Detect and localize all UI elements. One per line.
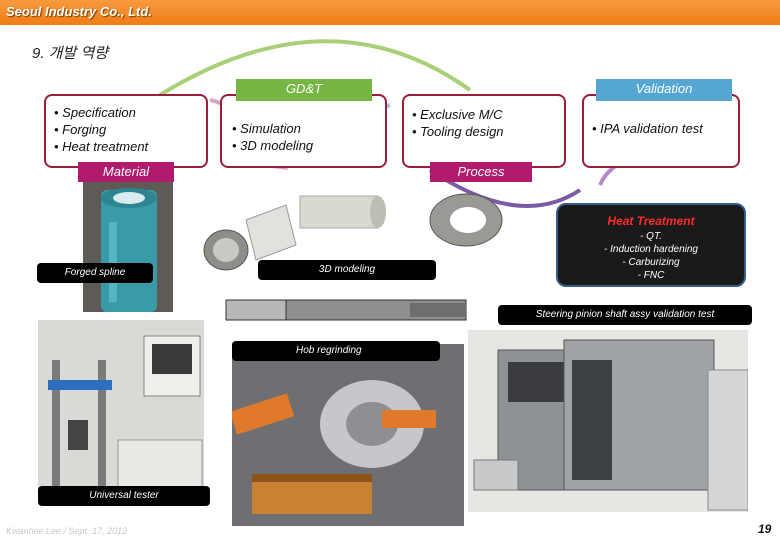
company-title: Seoul Industry Co., Ltd. bbox=[6, 4, 152, 19]
ring-model bbox=[429, 193, 503, 247]
gdt-tag: GD&T bbox=[236, 79, 372, 101]
steering-validation-photo bbox=[468, 330, 748, 512]
heat-treatment-line: - Induction hardening bbox=[604, 244, 698, 255]
forged-spline-caption: Forged spline bbox=[37, 263, 153, 283]
cylinder-model bbox=[299, 195, 386, 229]
design-item: 3D modeling bbox=[232, 137, 385, 154]
heat-treatment-line: - Carburizing bbox=[622, 257, 680, 268]
universal-tester-photo bbox=[38, 320, 204, 500]
process-box: Exclusive M/C Tooling design bbox=[402, 94, 566, 168]
forged-spline-photo bbox=[83, 182, 173, 312]
pinion-shaft-drawing bbox=[225, 299, 467, 321]
validation-tag: Validation bbox=[596, 79, 732, 101]
heat-treatment-box: Heat Treatment - QT. - Induction hardeni… bbox=[556, 203, 746, 287]
arc-process-purple bbox=[428, 168, 582, 208]
footer-author: Kwanhee Lee / Sept. 17, 2012 bbox=[6, 526, 128, 536]
page-number: 19 bbox=[758, 522, 772, 536]
design-item: Simulation bbox=[232, 120, 385, 137]
header-bar bbox=[0, 0, 780, 25]
design-box: Simulation 3D modeling bbox=[220, 94, 387, 168]
heat-treatment-line: - FNC bbox=[637, 270, 665, 281]
steering-validation-caption: Steering pinion shaft assy validation te… bbox=[498, 305, 752, 325]
hob-regrinding-caption: Hob regrinding bbox=[232, 341, 440, 361]
process-item: Tooling design bbox=[412, 123, 564, 140]
material-item: Forging bbox=[54, 121, 206, 138]
heat-treatment-line: - QT. bbox=[640, 231, 662, 242]
hob-regrinding-photo bbox=[232, 344, 464, 526]
process-tag: Process bbox=[430, 162, 532, 182]
heat-treatment-title: Heat Treatment bbox=[607, 214, 695, 228]
process-item: Exclusive M/C bbox=[412, 106, 564, 123]
arc-top-green bbox=[158, 39, 472, 97]
validation-item: IPA validation test bbox=[592, 120, 738, 137]
gear-shaft-model bbox=[203, 204, 297, 271]
validation-box: IPA validation test bbox=[582, 94, 740, 168]
material-box: Specification Forging Heat treatment bbox=[44, 94, 208, 168]
section-title: 9. 개발 역량 bbox=[32, 45, 109, 62]
material-item: Specification bbox=[54, 104, 206, 121]
3d-modeling-caption: 3D modeling bbox=[258, 260, 436, 280]
material-item: Heat treatment bbox=[54, 138, 206, 155]
universal-tester-caption: Universal tester bbox=[38, 486, 210, 506]
material-tag: Material bbox=[78, 162, 174, 182]
3d-model-renders bbox=[203, 193, 503, 271]
